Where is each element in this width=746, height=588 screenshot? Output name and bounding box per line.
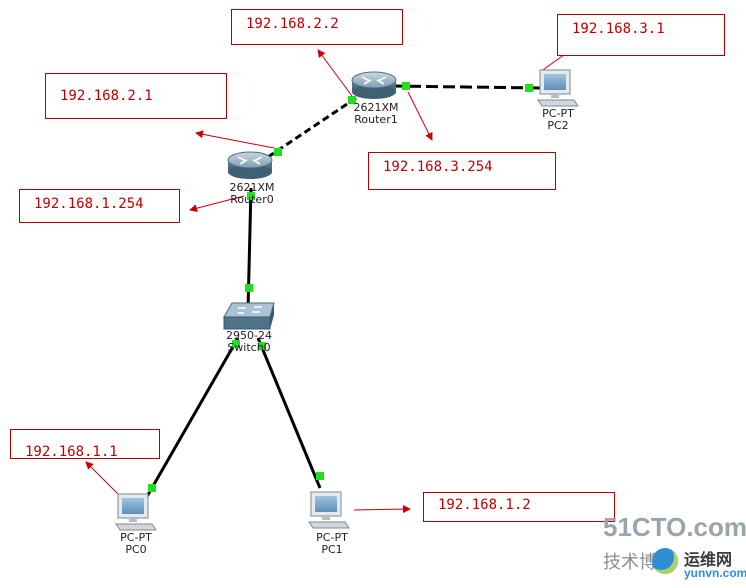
arrow [317,49,353,97]
router-icon[interactable] [351,71,397,99]
arrow [195,130,275,149]
router-icon[interactable] [227,151,273,179]
device-model: PC-PT [120,531,152,544]
port-lights [148,82,533,492]
pc-icon[interactable] [537,69,579,107]
port-light [402,82,410,90]
device-name: PC1 [321,543,343,556]
ip-label-router1-left: 192.168.2.2 [231,9,403,45]
link-router1-pc2[interactable] [391,84,541,90]
device-name: Router0 [230,193,274,206]
pc-icon[interactable] [308,491,350,529]
arrow [353,505,411,514]
watermark-site-cn: 运维网 [684,550,733,569]
device-model: 2621XM [229,181,275,194]
port-light [348,96,356,104]
device-label-switch0: 2950-24 Switch0 [216,330,282,354]
arrow [407,91,433,141]
watermark-site-url: yunvn.com [684,566,746,580]
port-light [232,340,240,348]
port-light [148,484,156,492]
port-light [316,472,324,480]
device-label-pc1: PC-PT PC1 [304,532,360,556]
switch-icon[interactable] [223,302,275,330]
ip-label-pc1: 192.168.1.2 [423,492,615,522]
device-name: PC2 [547,119,569,132]
device-label-pc0: PC-PT PC0 [108,532,164,556]
ip-label-pc0: 192.168.1.1 [10,429,160,460]
ip-label-router0-bottom: 192.168.1.254 [19,189,180,223]
device-label-router1: 2621XM Router1 [344,102,408,126]
pc-icon[interactable] [115,493,157,531]
arrow [189,195,245,213]
device-name: Router1 [354,113,398,126]
device-model: PC-PT [542,107,574,120]
ip-label-router0-top: 192.168.2.1 [45,73,227,119]
ip-label-pc2: 192.168.3.1 [557,14,725,56]
watermark-logo-icon [652,548,678,574]
link-switch0-pc0[interactable] [143,337,240,501]
port-light [525,84,533,92]
device-name: Switch0 [227,341,271,354]
device-label-pc2: PC-PT PC2 [530,108,586,132]
port-light [274,148,282,156]
links [143,84,541,501]
device-name: PC0 [125,543,147,556]
watermark-brand: 51CTO.com [603,512,746,542]
port-light [258,342,266,350]
link-router0-router1[interactable] [267,92,363,159]
port-light [247,192,255,200]
annotation-arrows [85,41,583,514]
device-model: 2950-24 [226,329,272,342]
ip-label-router1-right: 192.168.3.254 [368,152,556,190]
port-light [245,284,253,292]
device-model: PC-PT [316,531,348,544]
arrow [85,461,119,495]
link-switch0-pc1[interactable] [256,337,322,489]
device-model: 2621XM [353,101,399,114]
device-label-router0: 2621XM Router0 [220,182,284,206]
